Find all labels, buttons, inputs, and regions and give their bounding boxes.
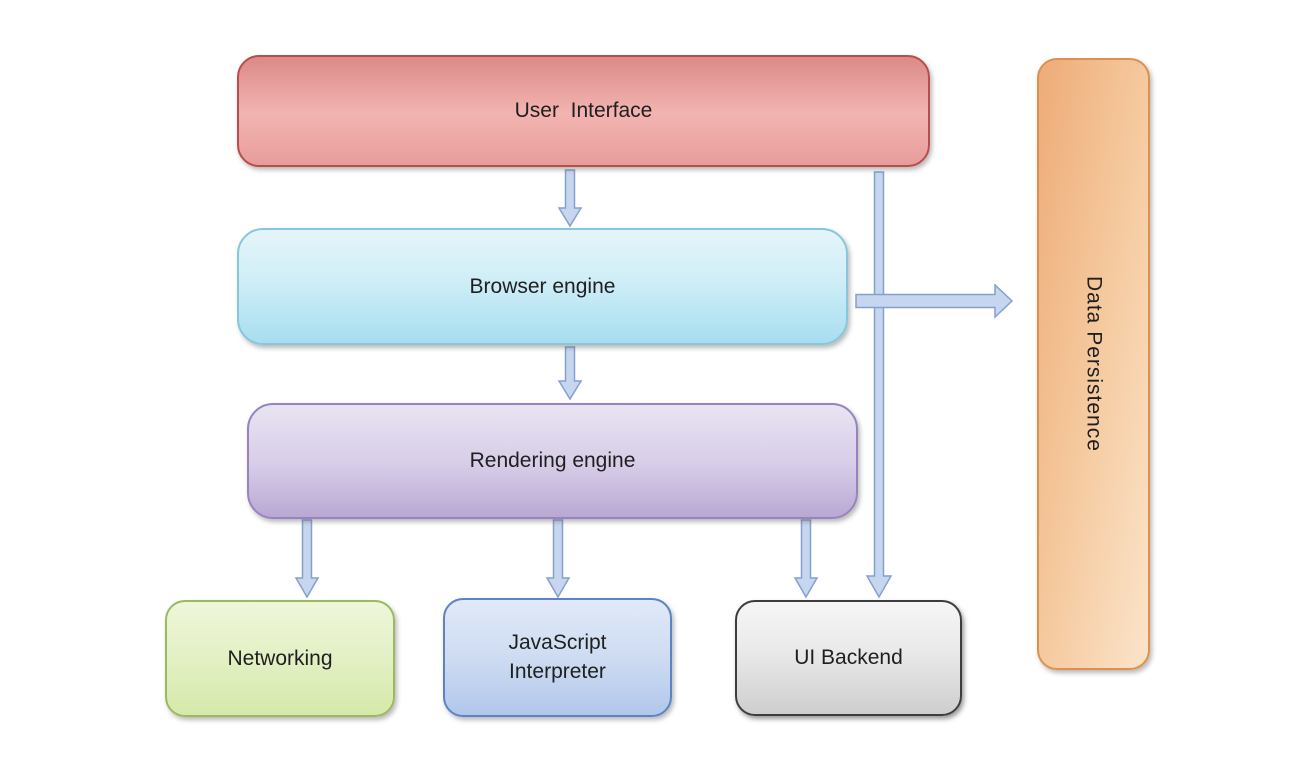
node-browser-engine: Browser engine: [237, 228, 848, 345]
node-user-interface-label: User Interface: [514, 99, 653, 122]
node-data-persistence-label: Data Persistence: [1082, 276, 1106, 452]
node-browser-engine-label: Browser engine: [469, 274, 616, 298]
arrow-browser-engine-to-rendering-engine: [557, 346, 583, 401]
node-user-interface: User Interface: [237, 55, 930, 167]
arrow-rendering-engine-to-networking: [294, 519, 320, 599]
node-networking-label: Networking: [227, 646, 333, 670]
node-networking: Networking: [165, 600, 395, 717]
node-javascript-interpreter-label: JavaScript Interpreter: [508, 631, 613, 683]
node-rendering-engine-label: Rendering engine: [469, 449, 636, 472]
arrow-user-interface-to-browser-engine: [557, 169, 583, 228]
node-javascript-interpreter: JavaScript Interpreter: [443, 598, 672, 717]
node-ui-backend-label: UI Backend: [794, 646, 903, 669]
arrow-user-interface-to-ui-backend: [865, 171, 893, 599]
arrow-rendering-engine-to-ui-backend: [793, 519, 819, 599]
node-rendering-engine: Rendering engine: [247, 403, 858, 519]
node-ui-backend: UI Backend: [735, 600, 962, 716]
arrow-rendering-engine-to-javascript-interpreter: [545, 519, 571, 599]
arrow-browser-engine-to-data-persistence: [855, 283, 1014, 319]
node-data-persistence: Data Persistence: [1037, 58, 1150, 670]
